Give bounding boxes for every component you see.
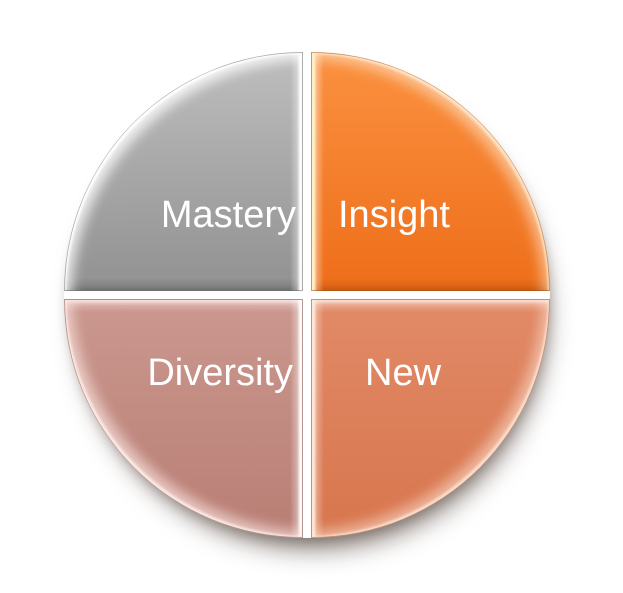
cycle-diagram: Mastery Insight Diversity New: [64, 52, 550, 538]
quadrant-new: New: [311, 299, 550, 538]
quadrant-insight-label: Insight: [338, 194, 450, 236]
quadrant-diversity: Diversity: [64, 299, 303, 538]
quadrant-insight: Insight: [311, 52, 550, 291]
quadrant-diversity-label: Diversity: [147, 352, 293, 394]
quadrant-mastery-label: Mastery: [160, 194, 296, 236]
quadrant-mastery: Mastery: [64, 52, 303, 291]
quadrant-new-label: New: [365, 352, 442, 394]
